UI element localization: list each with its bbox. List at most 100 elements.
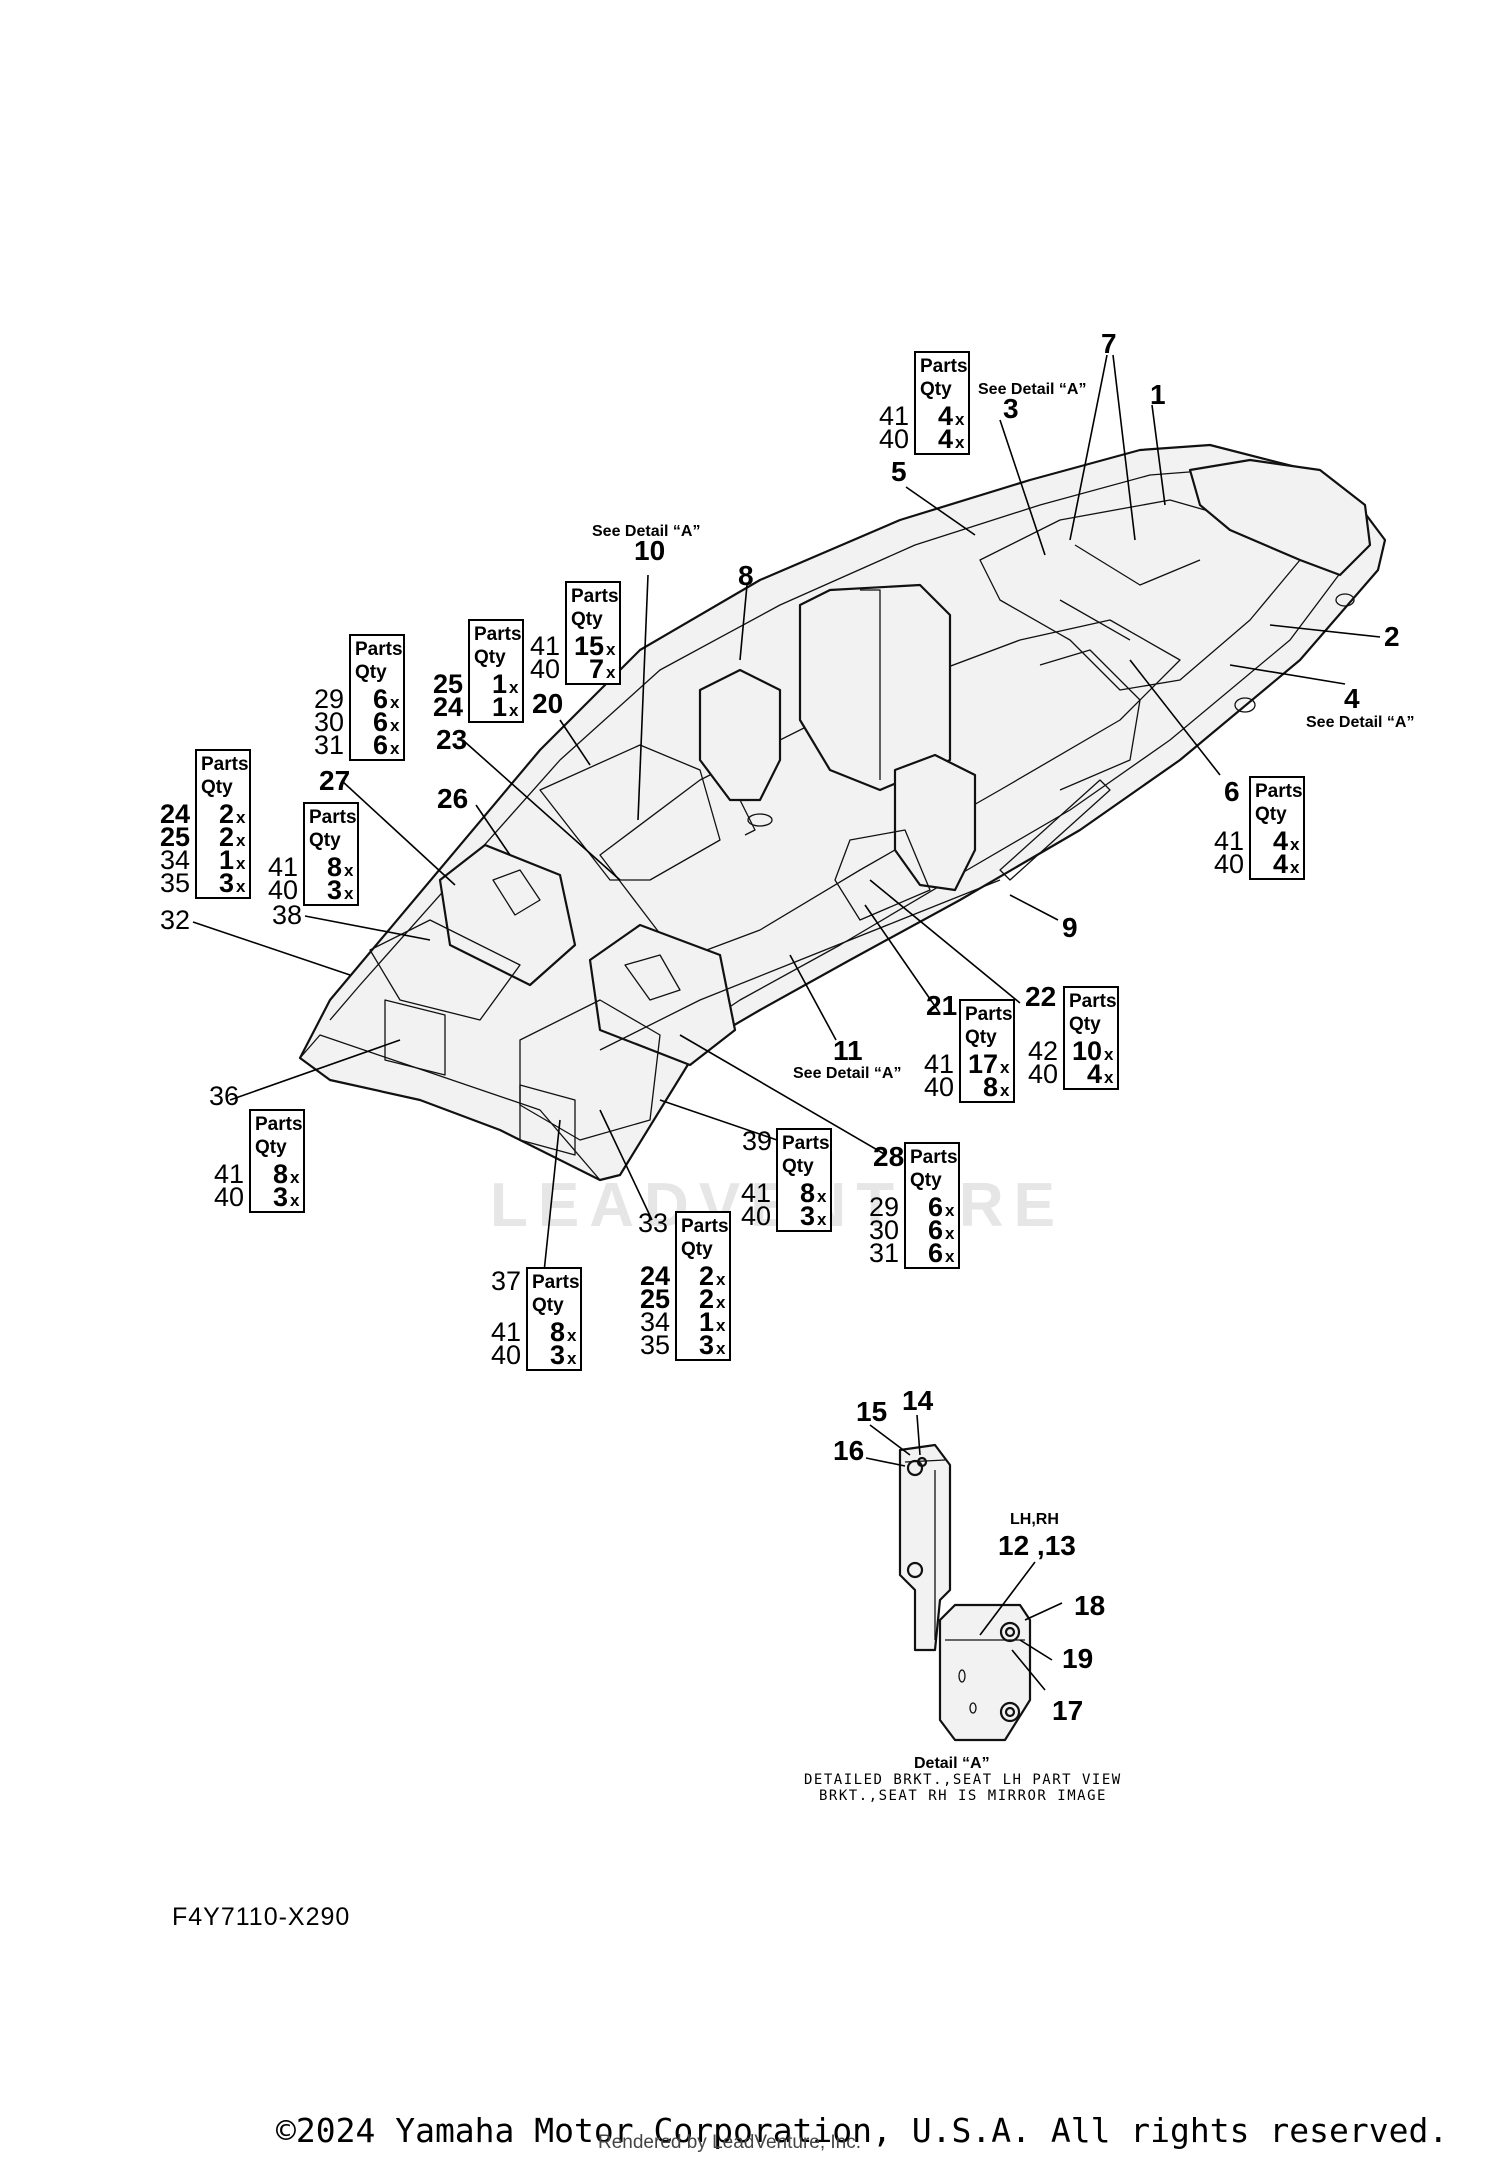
qty-box-quantity: 6 <box>928 1215 943 1245</box>
qty-box-part-number: 35 <box>160 868 190 898</box>
see-detail-note-3: See Detail “A” <box>978 381 1086 398</box>
callout-11: 11 <box>833 1035 863 1066</box>
qty-box-header-qty: Qty <box>474 647 506 668</box>
qty-box-part-number: 24 <box>160 799 190 829</box>
qty-box-frame <box>195 749 251 899</box>
qty-box-frame <box>526 1267 582 1371</box>
qty-box-quantity: 10 <box>1072 1036 1102 1066</box>
qty-box-frame <box>914 351 970 455</box>
qty-box-header-parts: Parts <box>1255 781 1303 802</box>
callout-8: 8 <box>738 560 754 591</box>
qty-box-suffix: x <box>1000 1058 1010 1077</box>
qty-box-part-number: 42 <box>1028 1036 1058 1066</box>
qty-box-quantity: 4 <box>938 401 953 431</box>
callout-6: 6 <box>1224 776 1240 807</box>
qty-box-header-qty: Qty <box>782 1156 814 1177</box>
qty-box-suffix: x <box>236 831 246 850</box>
see-detail-note-11: See Detail “A” <box>793 1065 901 1082</box>
qty-box-suffix: x <box>567 1349 577 1368</box>
qty-box-suffix: x <box>716 1339 726 1358</box>
qty-box-suffix: x <box>1104 1068 1114 1087</box>
qty-box-part-number: 30 <box>314 707 344 737</box>
qty-box-part-number: 29 <box>314 684 344 714</box>
qty-box-part-number: 31 <box>314 730 344 760</box>
qty-box-part-number: 40 <box>924 1072 954 1102</box>
callout-1: 1 <box>1150 379 1166 410</box>
callout-5: 5 <box>891 456 907 487</box>
qty-box-suffix: x <box>945 1224 955 1243</box>
detail-a-line1: DETAILED BRKT.,SEAT LH PART VIEW <box>804 1772 1122 1788</box>
callouts: 1 2 3 4 5 6 7 8 9 10 11 20 21 22 23 26 2… <box>160 328 1400 1726</box>
qty-box-quantity: 3 <box>273 1182 288 1212</box>
qty-box-header-parts: Parts <box>255 1114 303 1135</box>
callout-7: 7 <box>1101 328 1117 359</box>
qty-box-quantity: 6 <box>373 707 388 737</box>
callout-19: 19 <box>1062 1643 1093 1674</box>
qty-box-part-number: 31 <box>869 1238 899 1268</box>
qty-box-part-number: 41 <box>530 631 560 661</box>
qty-box-frame <box>249 1109 305 1213</box>
qty-box-quantity: 4 <box>938 424 953 454</box>
qty-box-suffix: x <box>344 884 354 903</box>
qty-box-quantity: 3 <box>699 1330 714 1360</box>
qty-box-suffix: x <box>955 410 965 429</box>
qty-box-suffix: x <box>606 640 616 659</box>
callout-27: 27 <box>319 765 350 796</box>
qty-box-quantity: 17 <box>968 1049 998 1079</box>
qty-box-suffix: x <box>817 1187 827 1206</box>
qty-box-suffix: x <box>290 1191 300 1210</box>
callout-26: 26 <box>437 783 468 814</box>
qty-box-header-parts: Parts <box>782 1133 830 1154</box>
callout-37: 37 <box>491 1266 521 1296</box>
callout-9: 9 <box>1062 912 1078 943</box>
qty-box-frame <box>776 1128 832 1232</box>
qty-box-quantity: 6 <box>928 1192 943 1222</box>
qty-box-suffix: x <box>509 701 519 720</box>
qty-box-part-number: 30 <box>869 1215 899 1245</box>
qty-box-quantity: 15 <box>574 631 604 661</box>
qty-box-header-qty: Qty <box>355 662 387 683</box>
qty-box-part-number: 40 <box>268 875 298 905</box>
qty-box-header-parts: Parts <box>571 586 619 607</box>
qty-box-suffix: x <box>390 716 400 735</box>
qty-box-suffix: x <box>716 1293 726 1312</box>
qty-box-part-number: 40 <box>491 1340 521 1370</box>
qty-box-suffix: x <box>1290 835 1300 854</box>
qty-box-suffix: x <box>716 1270 726 1289</box>
qty-box-quantity: 8 <box>983 1072 998 1102</box>
qty-box-suffix: x <box>390 693 400 712</box>
qty-box-suffix: x <box>1000 1081 1010 1100</box>
qty-box-quantity: 3 <box>550 1340 565 1370</box>
callout-16: 16 <box>833 1435 864 1466</box>
qty-box-part-number: 41 <box>924 1049 954 1079</box>
rendered-by-credit: Rendered by LeadVenture, Inc. <box>598 2132 862 2153</box>
qty-box-suffix: x <box>955 433 965 452</box>
qty-box-frame <box>904 1142 960 1269</box>
qty-box-part-number: 40 <box>879 424 909 454</box>
qty-box-suffix: x <box>236 808 246 827</box>
qty-box-part-number: 41 <box>1214 826 1244 856</box>
callout-10: 10 <box>634 535 665 566</box>
qty-box-header-qty: Qty <box>571 609 603 630</box>
callout-23: 23 <box>436 724 467 755</box>
callout-28: 28 <box>873 1141 904 1172</box>
qty-box-header-qty: Qty <box>965 1027 997 1048</box>
qty-box-quantity: 6 <box>373 684 388 714</box>
qty-box-quantity: 2 <box>699 1284 714 1314</box>
qty-box-quantity: 1 <box>219 845 234 875</box>
qty-box-header-parts: Parts <box>532 1272 580 1293</box>
leader-lines <box>192 354 1381 1691</box>
callout-39: 39 <box>742 1126 772 1156</box>
qty-box-quantity: 8 <box>327 852 342 882</box>
callout-33: 33 <box>638 1208 668 1238</box>
callout-12-13: 12 ,13 <box>998 1530 1076 1561</box>
